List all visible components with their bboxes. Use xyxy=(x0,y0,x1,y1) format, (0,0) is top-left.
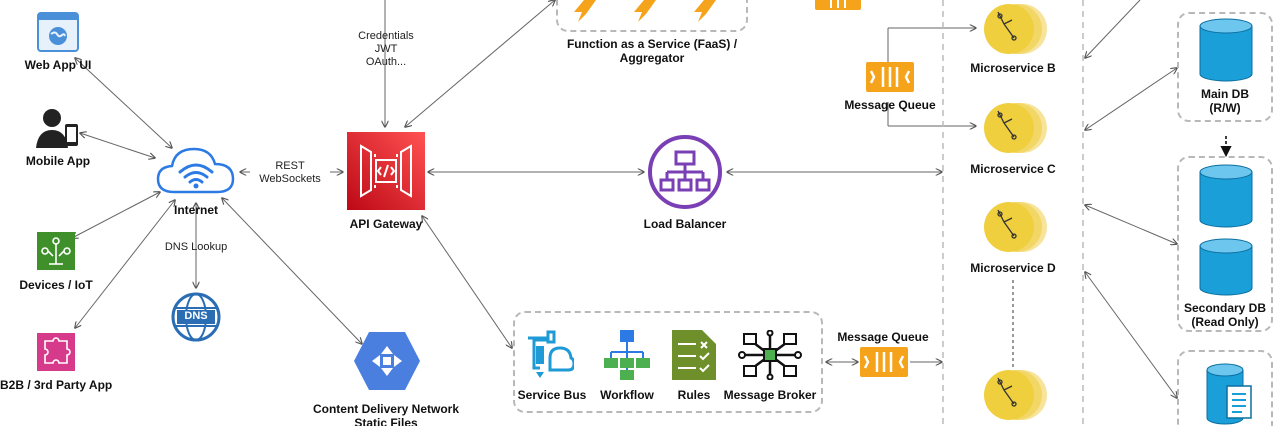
secondary-db-icon-1 xyxy=(1199,164,1253,228)
mobile-app-label: Mobile App xyxy=(25,154,91,168)
edge-gateway-faas xyxy=(405,0,555,127)
puzzle-icon xyxy=(37,333,75,371)
user-mobile-icon xyxy=(36,109,78,148)
message-queue-mid-icon xyxy=(866,62,914,92)
cloud-wifi-icon xyxy=(156,147,235,194)
integration-container xyxy=(513,311,823,413)
microservice-b-label: Microservice B xyxy=(970,61,1056,75)
main-db-label: Main DB(R/W) xyxy=(1201,87,1249,115)
edge-internet-cdn xyxy=(222,198,362,344)
secondary-db-label: Secondary DB(Read Only) xyxy=(1183,301,1267,329)
rules-label: Rules xyxy=(677,388,711,402)
faas-lightning-icons xyxy=(574,0,716,22)
microservice-d-icon xyxy=(984,202,1047,252)
message-broker-label: Message Broker xyxy=(723,388,817,402)
b2b-label: B2B / 3rd Party App xyxy=(0,378,113,392)
edge-services-topright xyxy=(1085,0,1141,58)
edge-services-maindb xyxy=(1085,68,1177,130)
faas-container xyxy=(556,0,748,32)
edge-mobile-internet xyxy=(80,133,155,158)
main-db-container xyxy=(1177,12,1273,122)
devices-label: Devices / IoT xyxy=(19,278,93,292)
storage-db-icon xyxy=(1206,363,1252,425)
iot-circuit-icon xyxy=(37,232,75,270)
storage-container xyxy=(1177,350,1273,426)
microservice-c-label: Microservice C xyxy=(970,162,1056,176)
edge-services-secondary xyxy=(1085,205,1177,244)
internet-label: Internet xyxy=(173,203,218,217)
service-bus-label: Service Bus xyxy=(517,388,587,402)
message-queue-top-icon xyxy=(815,0,861,10)
microservice-n-icon xyxy=(984,370,1047,420)
api-gateway-label: API Gateway xyxy=(349,217,423,231)
edge-gateway-bus xyxy=(422,216,512,348)
edge-services-bottomright xyxy=(1085,272,1177,398)
message-queue-bottom-label: Message Queue xyxy=(837,330,929,344)
api-gateway-icon xyxy=(347,132,425,210)
dns-globe-icon xyxy=(171,292,221,342)
message-queue-top-label: Message Queue xyxy=(844,98,936,112)
secondary-db-icon-2 xyxy=(1199,238,1253,296)
load-balancer-icon xyxy=(648,135,722,209)
workflow-icon xyxy=(604,330,650,380)
microservice-d-label: Microservice D xyxy=(970,261,1056,275)
edge-b2b-internet xyxy=(75,200,175,328)
faas-label: Function as a Service (FaaS) /Aggregator xyxy=(566,37,738,65)
load-balancer-label: Load Balancer xyxy=(643,217,727,231)
cdn-hexagon-icon xyxy=(354,332,420,390)
edge-devices-internet xyxy=(72,192,160,238)
web-app-label: Web App UI xyxy=(24,58,92,72)
microservice-c-icon xyxy=(984,103,1047,153)
message-queue-bottom-icon xyxy=(860,347,908,377)
browser-globe-icon xyxy=(37,12,79,52)
service-bus-icon xyxy=(528,330,574,378)
dns-lookup-label: DNS Lookup xyxy=(164,241,228,253)
microservice-b-icon xyxy=(984,4,1047,54)
secondary-db-container xyxy=(1177,156,1273,332)
main-db-icon xyxy=(1199,18,1253,82)
message-broker-icon xyxy=(738,330,802,380)
workflow-label: Workflow xyxy=(600,388,654,402)
rules-icon xyxy=(672,330,716,380)
dns-text: DNS xyxy=(184,310,208,322)
